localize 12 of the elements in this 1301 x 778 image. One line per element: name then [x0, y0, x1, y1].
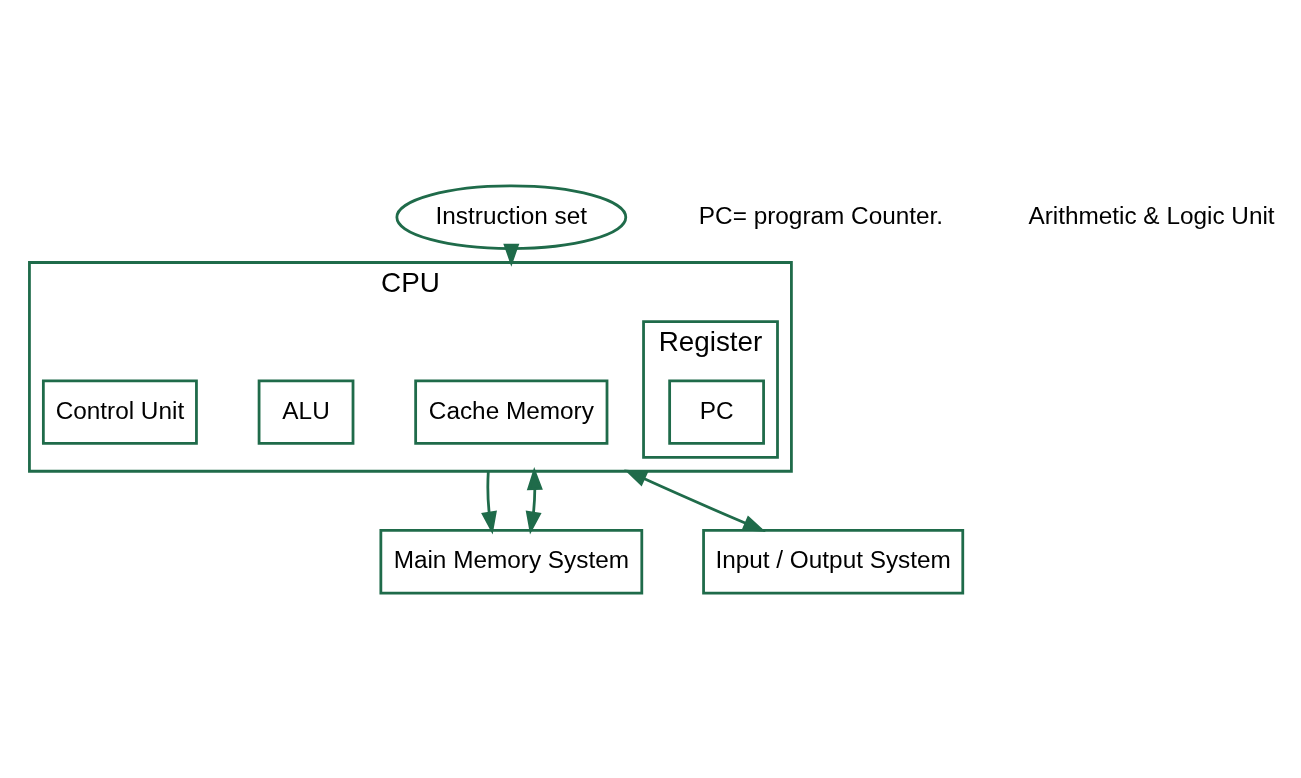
arrow: [481, 470, 497, 534]
node-box: Input / Output System: [702, 528, 965, 594]
arrow: [503, 243, 520, 267]
arrow: [525, 466, 543, 534]
node-box: Cache Memory: [414, 378, 609, 445]
arrow: [624, 469, 766, 532]
node-box: ALU: [257, 378, 355, 445]
node-box: PC: [668, 378, 765, 445]
node-box: Control Unit: [41, 378, 198, 445]
label: Arithmetic & Logic Unit: [1028, 201, 1275, 229]
label: PC= program Counter.: [698, 201, 944, 229]
node-box: Main Memory System: [379, 528, 644, 594]
